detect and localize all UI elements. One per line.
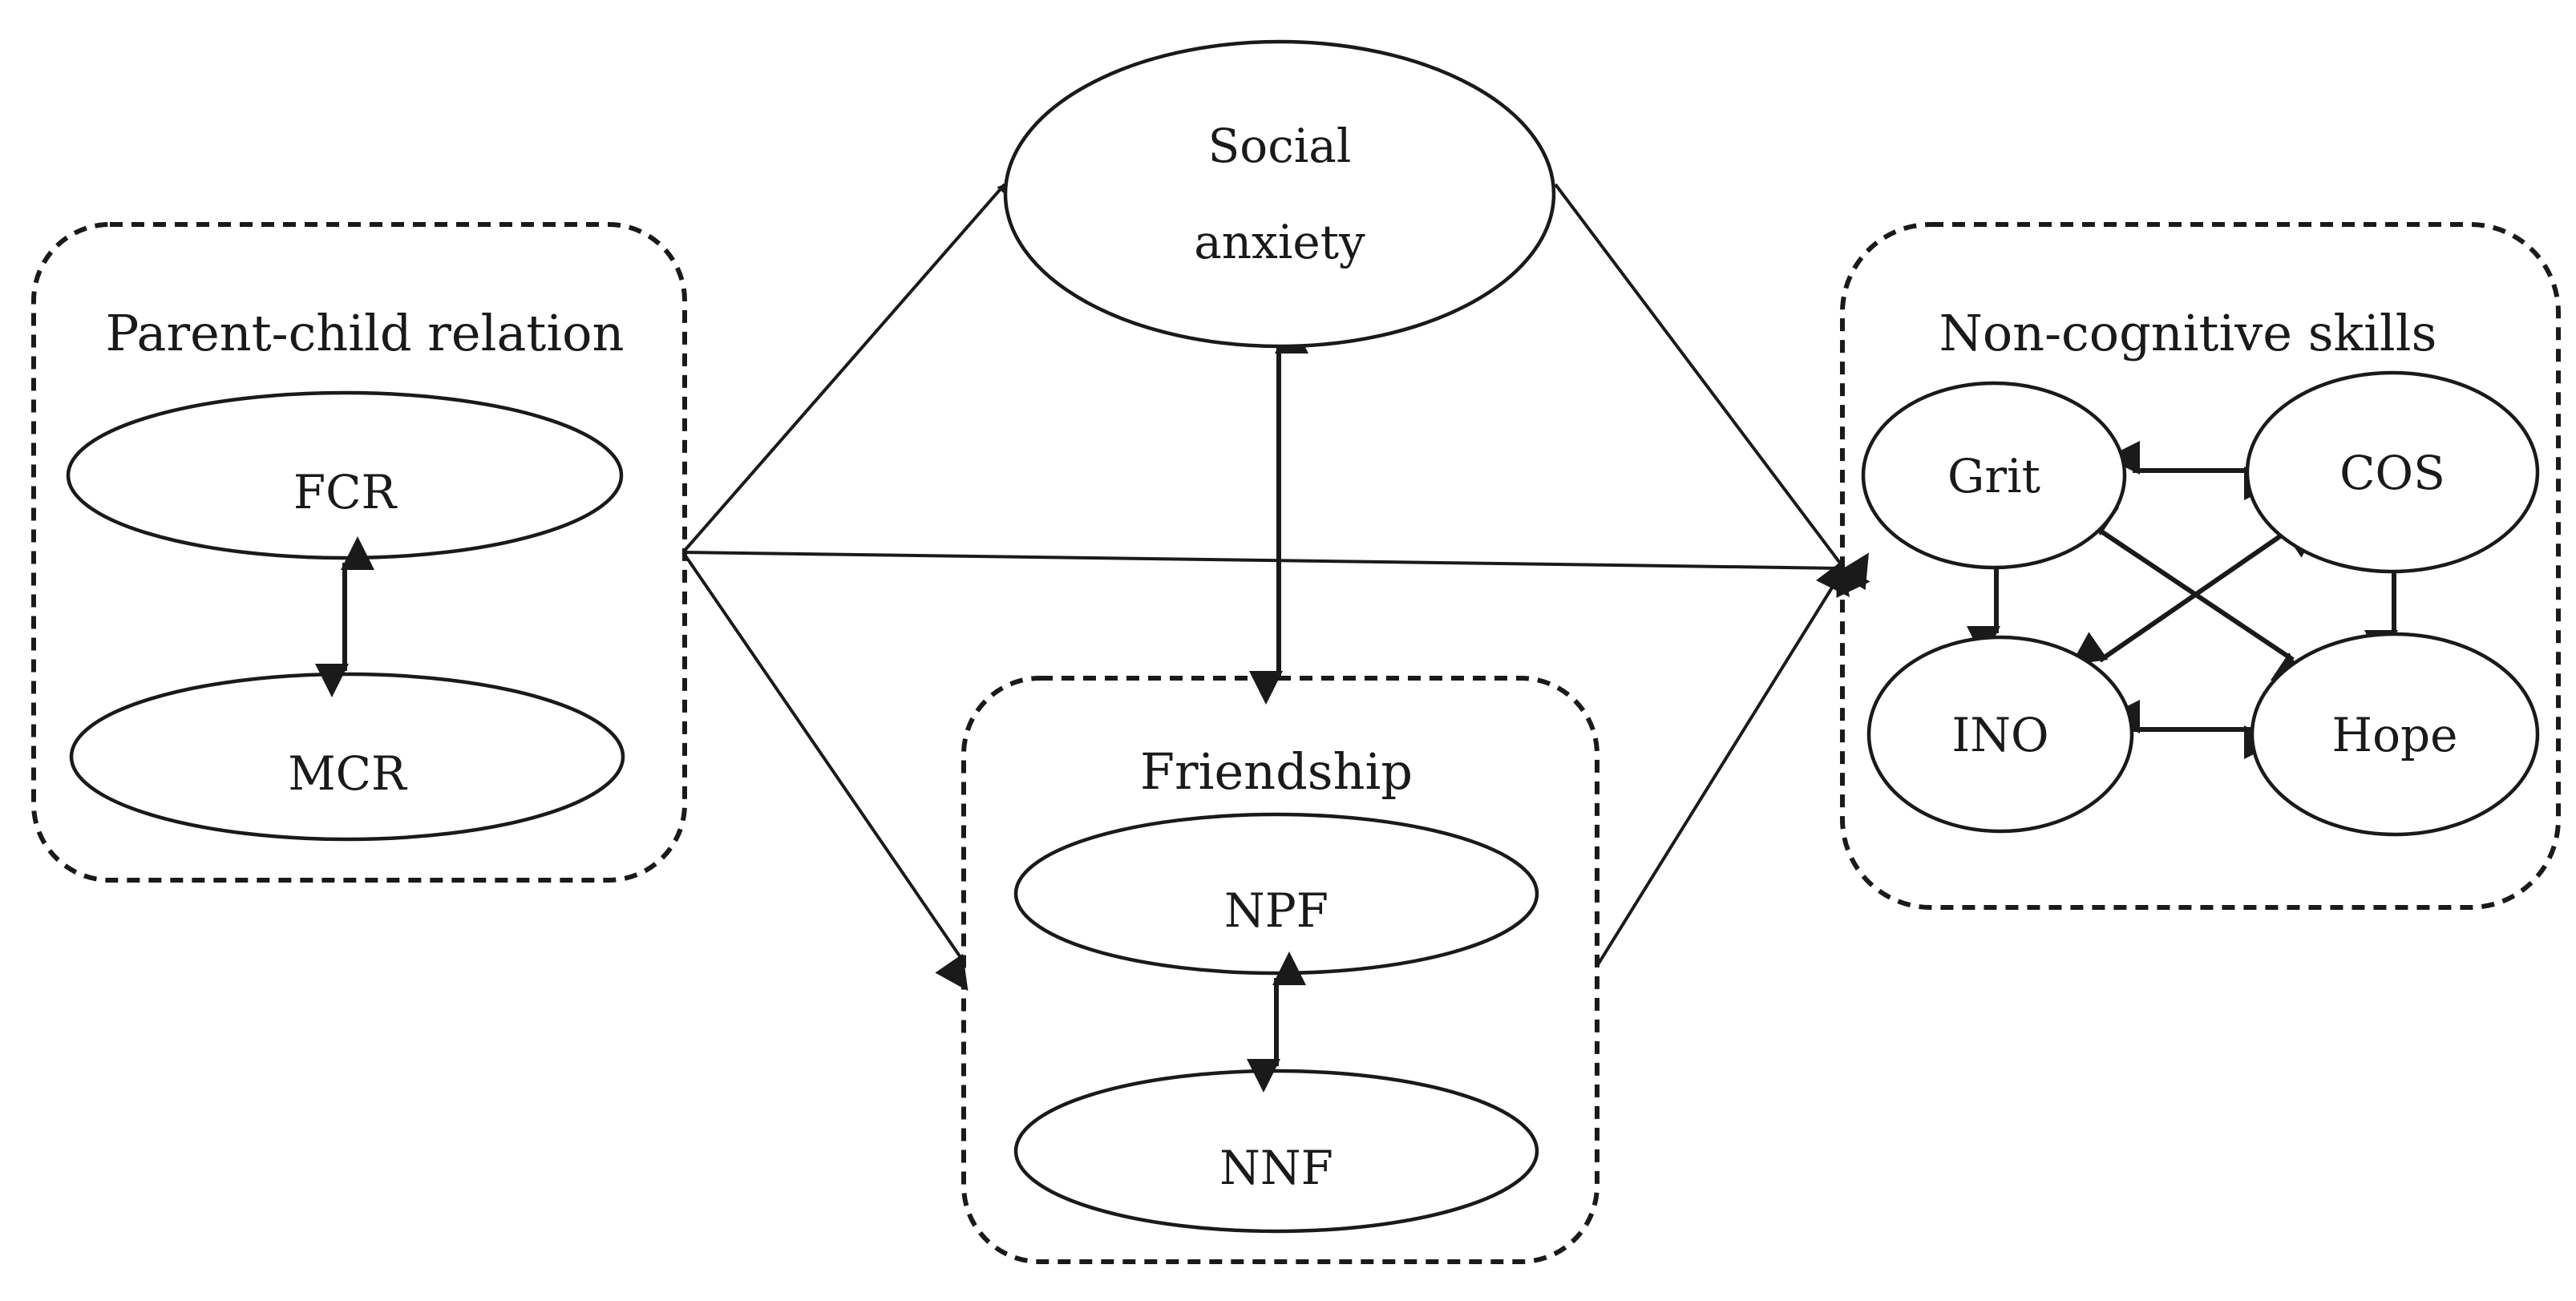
social-anxiety-label-line1: Social	[1208, 119, 1352, 173]
path-friendship-to-noncognitive	[1595, 552, 1870, 968]
ino-node	[1866, 635, 2134, 834]
hope-label: Hope	[2332, 708, 2458, 762]
mcr-label: MCR	[288, 746, 408, 801]
path-socialanxiety-to-noncognitive	[1554, 183, 1850, 597]
fcr-label: FCR	[293, 465, 398, 519]
path-parentchild-to-socialanxiety	[681, 172, 1032, 554]
cos-label: COS	[2339, 446, 2445, 500]
npf-label: NPF	[1224, 883, 1328, 938]
social-anxiety-node	[1003, 39, 1556, 349]
parent-child-relation-title: Parent-child relation	[106, 304, 625, 362]
ino-label: INO	[1951, 708, 2048, 762]
grit-label: Grit	[1947, 449, 2040, 503]
path-parentchild-to-friendship	[681, 551, 969, 992]
cos-node	[2245, 370, 2540, 574]
path-parentchild-to-noncognitive	[682, 551, 1870, 598]
cos-ino-bidirectional-arrow	[2070, 524, 2320, 665]
nnf-label: NNF	[1219, 1141, 1333, 1195]
grit-node	[1861, 381, 2127, 570]
hope-node	[2250, 632, 2540, 837]
non-cognitive-skills-title: Non-cognitive skills	[1939, 304, 2437, 362]
friendship-title: Friendship	[1140, 742, 1413, 801]
social-anxiety-label-line2: anxiety	[1194, 215, 1365, 269]
